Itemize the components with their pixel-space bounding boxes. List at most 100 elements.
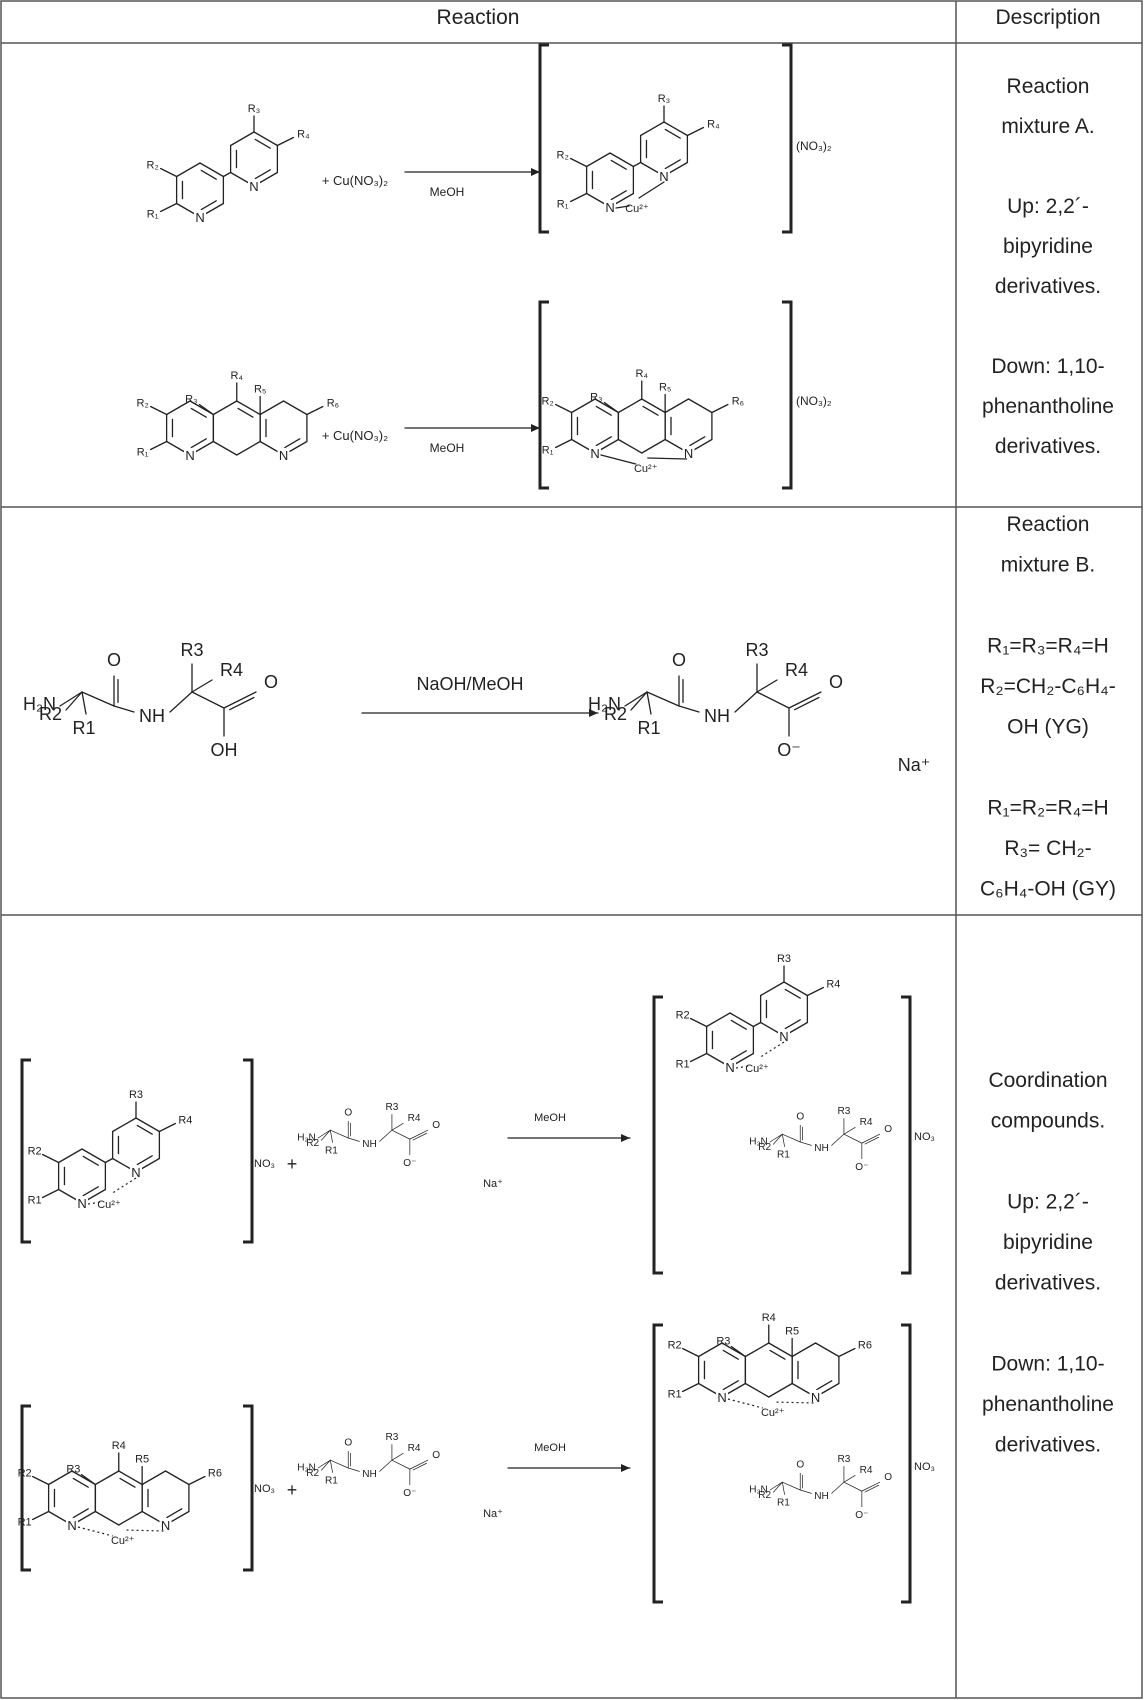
coordination-bond (647, 457, 688, 460)
amine-group: H₂N (297, 1132, 315, 1143)
bond (65, 691, 83, 711)
r-group-label: R1 (777, 1498, 790, 1509)
coordination-bond (735, 1065, 750, 1069)
copper-ion: Cu²⁺ (625, 203, 649, 215)
label-bg (66, 1518, 78, 1532)
bond (149, 440, 168, 451)
label-bg (194, 210, 206, 224)
bond (806, 986, 825, 997)
bracket-right (901, 995, 912, 1275)
bond (769, 1133, 783, 1143)
bond (236, 400, 261, 416)
r-group-label: R3 (837, 1454, 850, 1465)
r-group-label: R3 (385, 1432, 398, 1443)
bond (756, 691, 790, 709)
nitrogen-atom: N (279, 448, 288, 463)
bracket-left (538, 300, 549, 490)
bond (136, 1124, 153, 1135)
bond (94, 1470, 120, 1486)
r-group-label: R1 (777, 1150, 790, 1161)
r-group-label: R1 (325, 1146, 338, 1157)
bond (864, 1136, 879, 1145)
bond (734, 691, 758, 713)
bond (642, 405, 659, 416)
r-group-label: R4 (785, 660, 808, 680)
r-group-label: R3 (66, 1464, 80, 1476)
r-group-label: R₁ (147, 209, 159, 221)
r-group-label: R2 (306, 1138, 319, 1149)
bond (730, 1050, 747, 1061)
carboxylate-oxygen: O⁻ (403, 1488, 416, 1499)
bond (678, 705, 700, 713)
bond (329, 1129, 333, 1143)
description-line: Up: 2,2´- (1007, 1191, 1089, 1214)
bracket-right (243, 1058, 254, 1244)
bond (135, 1117, 161, 1133)
bracket-right (243, 1404, 254, 1572)
header-reaction: Reaction (437, 6, 520, 29)
r-group-label: R4 (408, 1443, 421, 1454)
bond (585, 152, 611, 168)
amine-group: H₂N (749, 1136, 767, 1147)
bond (41, 1188, 60, 1199)
nitrate-counterion: NO₃ (914, 1461, 935, 1473)
bond (118, 1470, 143, 1486)
bond (317, 1129, 331, 1139)
bond (57, 1148, 83, 1164)
bond (329, 1459, 349, 1469)
r-group-label: R₄ (707, 119, 720, 131)
bond (118, 1510, 143, 1526)
r-group-label: R₅ (254, 384, 266, 396)
description-line: derivatives. (995, 275, 1101, 298)
bond (641, 398, 666, 414)
bond (730, 1345, 747, 1358)
bond (569, 157, 588, 168)
label-bg (658, 169, 670, 183)
bond (705, 1012, 731, 1028)
bond (646, 691, 680, 707)
copper-ion: Cu²⁺ (97, 1199, 121, 1211)
amine-group: H₂N (749, 1484, 767, 1495)
label-bg (778, 1029, 790, 1043)
amine-group: H₂N (588, 694, 621, 714)
oxygen-atom: O (829, 672, 843, 692)
bond (412, 1462, 427, 1471)
bond (689, 1017, 708, 1028)
oxygen-atom: O (796, 1460, 804, 1471)
bond (639, 121, 665, 137)
label-bg (716, 1390, 728, 1404)
bond (617, 398, 643, 414)
r-group-label: R2 (676, 1010, 690, 1022)
bond (843, 1133, 863, 1144)
bond (329, 1459, 333, 1473)
bond (164, 1470, 190, 1486)
bond (82, 1155, 99, 1166)
bond (169, 691, 193, 713)
bond (793, 696, 820, 711)
r-group-label: R2 (18, 1468, 32, 1480)
description-line: Down: 1,10- (991, 1353, 1104, 1376)
bond (119, 1477, 136, 1488)
r-group-label: R₃ (590, 392, 602, 404)
description-line: compounds. (991, 1110, 1105, 1133)
bond (781, 1481, 785, 1495)
bond (254, 138, 271, 149)
bond (783, 981, 809, 997)
amide-nh: NH (704, 706, 730, 726)
bond (276, 136, 295, 147)
coordination-bond (774, 1401, 814, 1404)
bond (744, 1382, 770, 1398)
amine-group: H₂N (297, 1462, 315, 1473)
bond (72, 1508, 89, 1519)
bond (772, 1481, 783, 1493)
r-group-label: R₆ (327, 398, 339, 410)
bond (81, 691, 87, 715)
copper-nitrate-reagent: + Cu(NO₃)₂ (322, 428, 388, 443)
r-group-label: R₅ (659, 382, 671, 394)
